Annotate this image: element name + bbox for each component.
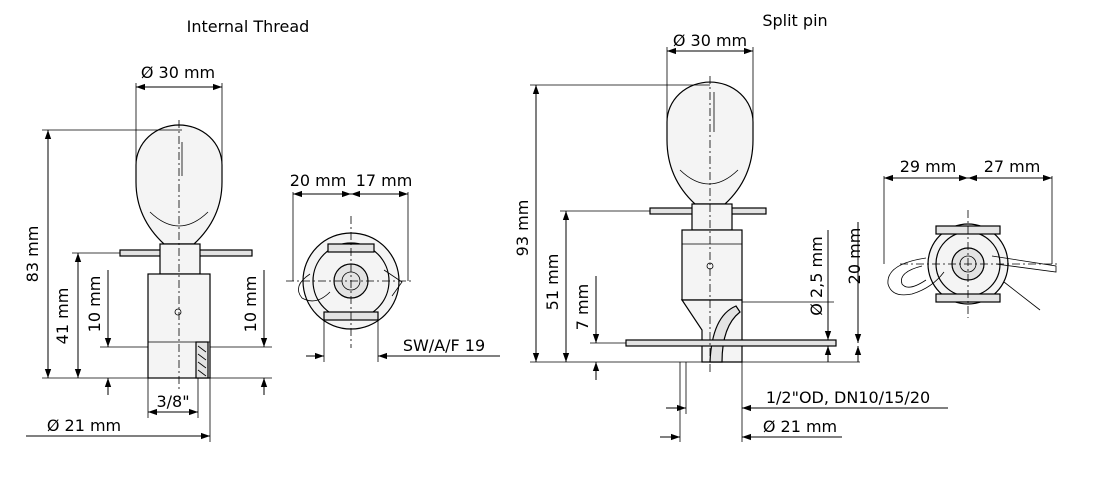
thread-label: 3/8": [156, 392, 189, 411]
pin-height-label: 7 mm: [573, 284, 592, 330]
outer-diameter-label: Ø 21 mm: [47, 416, 121, 435]
seat-height-right-label: 10 mm: [241, 276, 260, 333]
split-outer-diameter-label: Ø 21 mm: [763, 417, 837, 436]
internal-thread-plan-view: 20 mm 17 mm SW/A/F 19: [286, 171, 500, 362]
pin-offset-label: 20 mm: [845, 228, 864, 285]
split-total-height-label: 93 mm: [513, 200, 532, 257]
seat-height-left-label: 10 mm: [85, 276, 104, 333]
tube-size-label: 1/2"OD, DN10/15/20: [766, 388, 930, 407]
split-pin-front-view: Split pin Ø 30 mm 93 mm 51 mm: [513, 11, 948, 442]
total-height-label: 83 mm: [23, 226, 42, 283]
internal-thread-title: Internal Thread: [187, 17, 310, 36]
split-plan-width-left-label: 29 mm: [900, 157, 957, 176]
split-lower-height-label: 51 mm: [543, 254, 562, 311]
split-plan-width-right-label: 27 mm: [984, 157, 1041, 176]
pin-diameter-label: Ø 2,5 mm: [807, 236, 826, 315]
plan-width-right-label: 17 mm: [356, 171, 413, 190]
internal-thread-front-view: Internal Thread Ø 30 mm 83 mm 41 mm: [23, 17, 309, 442]
head-diameter-label: Ø 30 mm: [141, 63, 215, 82]
wrench-size-label: SW/A/F 19: [403, 336, 485, 355]
split-pin-title: Split pin: [762, 11, 827, 30]
plan-width-left-label: 20 mm: [290, 171, 347, 190]
lower-height-label: 41 mm: [53, 288, 72, 345]
split-head-diameter-label: Ø 30 mm: [673, 31, 747, 50]
split-pin-plan-view: 29 mm 27 mm: [883, 157, 1060, 318]
